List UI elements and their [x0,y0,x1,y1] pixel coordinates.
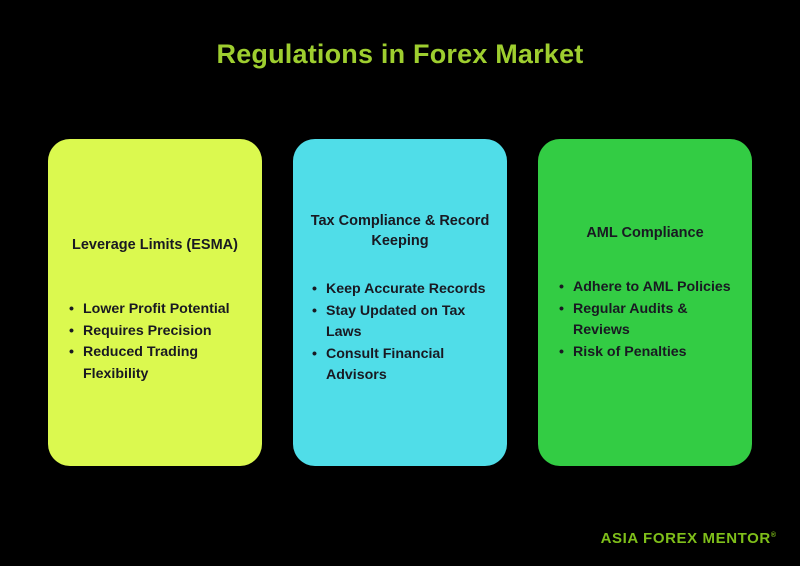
card-aml-compliance: AML Compliance Adhere to AML Policies Re… [538,139,752,466]
list-item: Consult Financial Advisors [311,344,493,387]
list-item: Reduced Trading Flexibility [68,342,248,385]
list-item: Keep Accurate Records [311,279,493,301]
card-row: Leverage Limits (ESMA) Lower Profit Pote… [48,139,752,466]
list-item: Regular Audits & Reviews [558,299,738,342]
card-bullet-list: Keep Accurate Records Stay Updated on Ta… [311,279,493,387]
card-bullet-list: Adhere to AML Policies Regular Audits & … [558,277,738,363]
card-tax-compliance: Tax Compliance & Record Keeping Keep Acc… [293,139,507,466]
card-heading: AML Compliance [586,225,704,241]
card-bullet-list: Lower Profit Potential Requires Precisio… [68,299,248,385]
list-item: Stay Updated on Tax Laws [311,301,493,344]
list-item: Lower Profit Potential [68,299,248,321]
registered-trademark-icon: ® [770,532,776,539]
list-item: Risk of Penalties [558,342,738,364]
card-leverage-limits: Leverage Limits (ESMA) Lower Profit Pote… [48,139,262,466]
brand-logo: ASIA FOREX MENTOR® [601,527,776,548]
list-item: Adhere to AML Policies [558,277,738,299]
card-heading: Tax Compliance & Record Keeping [310,213,490,249]
page-title: Regulations in Forex Market [216,39,584,69]
brand-name: ASIA FOREX MENTOR [600,530,771,547]
card-heading: Leverage Limits (ESMA) [72,237,238,253]
list-item: Requires Precision [68,321,248,343]
